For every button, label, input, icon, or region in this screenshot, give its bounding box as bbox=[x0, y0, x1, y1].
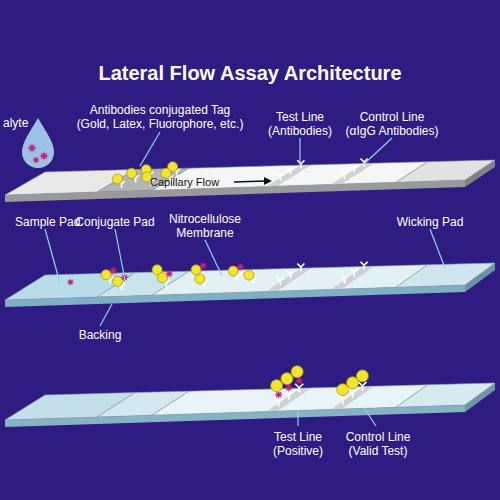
gold-particle bbox=[244, 270, 254, 280]
antibody-symbol bbox=[358, 382, 366, 391]
capture-line bbox=[266, 268, 311, 292]
part-label: (Valid Test) bbox=[349, 444, 408, 458]
strip-pad bbox=[152, 265, 427, 295]
test-strip bbox=[5, 263, 495, 307]
part-label: Control Line bbox=[360, 110, 425, 124]
analyte-star bbox=[67, 278, 75, 286]
flow-arrowhead bbox=[264, 177, 272, 185]
analyte-star bbox=[39, 151, 49, 161]
gold-particle bbox=[356, 370, 368, 382]
antibody-symbol bbox=[287, 271, 294, 279]
part-label: Test Line bbox=[274, 430, 322, 444]
flow-arrow bbox=[234, 181, 266, 182]
leader-line bbox=[45, 229, 60, 283]
leader-line bbox=[140, 132, 160, 166]
analyte-star bbox=[27, 143, 37, 153]
gold-particle bbox=[157, 273, 167, 283]
part-label: (Gold, Latex, Fluorophore, etc.) bbox=[77, 117, 244, 131]
test-strip bbox=[5, 160, 495, 202]
part-label: (Positive) bbox=[273, 444, 323, 458]
leader-line bbox=[115, 229, 125, 280]
antibody-symbol bbox=[339, 396, 347, 405]
gold-particle bbox=[101, 270, 111, 280]
part-label: Membrane bbox=[176, 226, 233, 240]
antibody-symbol bbox=[277, 173, 284, 181]
analyte-star bbox=[236, 263, 245, 272]
leader-line bbox=[297, 410, 298, 426]
part-label: Sample Pad bbox=[15, 215, 80, 229]
part-label: Conjugate Pad bbox=[75, 215, 154, 229]
part-label: Backing bbox=[79, 328, 122, 342]
antibody-symbol bbox=[297, 160, 304, 168]
analyte-star bbox=[32, 156, 40, 164]
antibody-symbol bbox=[277, 277, 284, 285]
leader-line bbox=[364, 408, 376, 426]
flow-label: Capillary Flow bbox=[150, 175, 219, 189]
part-label: Test Line bbox=[276, 110, 324, 124]
gold-particle bbox=[195, 274, 205, 284]
title: Lateral Flow Assay Architecture bbox=[98, 62, 401, 85]
strip-pad bbox=[396, 160, 495, 182]
test-strip bbox=[5, 383, 495, 427]
part-label: Control Line bbox=[346, 430, 411, 444]
gold-particle bbox=[281, 373, 293, 385]
antibody-symbol bbox=[351, 269, 358, 277]
part-label: Nitrocellulose bbox=[169, 212, 241, 226]
capture-line bbox=[266, 165, 311, 187]
part-label: alyte bbox=[3, 116, 28, 130]
antibody-symbol bbox=[360, 262, 367, 270]
part-label: (αIgG Antibodies) bbox=[346, 124, 439, 138]
antibody-symbol bbox=[341, 171, 348, 179]
leader-line bbox=[100, 304, 112, 326]
antibody-symbol bbox=[349, 389, 357, 398]
strip-pad bbox=[396, 263, 495, 287]
antibody-symbol bbox=[341, 275, 348, 283]
part-label: Antibodies conjugated Tag bbox=[90, 103, 231, 117]
analyte-star bbox=[199, 261, 208, 270]
gold-particle bbox=[271, 380, 283, 392]
gold-particle bbox=[191, 265, 201, 275]
capture-line bbox=[331, 163, 375, 184]
leader-line bbox=[299, 138, 300, 166]
gold-particle bbox=[127, 168, 137, 178]
leader-line bbox=[205, 240, 222, 276]
antibody-symbol bbox=[360, 158, 367, 166]
strip-pad bbox=[396, 383, 495, 407]
gold-particle bbox=[113, 174, 123, 184]
gold-particle bbox=[113, 276, 123, 286]
analyte-star bbox=[165, 269, 174, 278]
gold-particle bbox=[228, 266, 238, 276]
part-label: Wicking Pad bbox=[397, 215, 464, 229]
antibody-symbol bbox=[297, 264, 304, 272]
antibody-symbol bbox=[351, 165, 358, 173]
antibody-symbol bbox=[287, 167, 294, 175]
antibody-symbol bbox=[275, 398, 283, 407]
leader-line bbox=[430, 229, 445, 268]
analyte-star bbox=[109, 266, 118, 275]
gold-particle bbox=[291, 366, 303, 378]
leader-line bbox=[364, 138, 392, 164]
part-label: (Antibodies) bbox=[268, 124, 332, 138]
capture-line bbox=[331, 266, 375, 289]
